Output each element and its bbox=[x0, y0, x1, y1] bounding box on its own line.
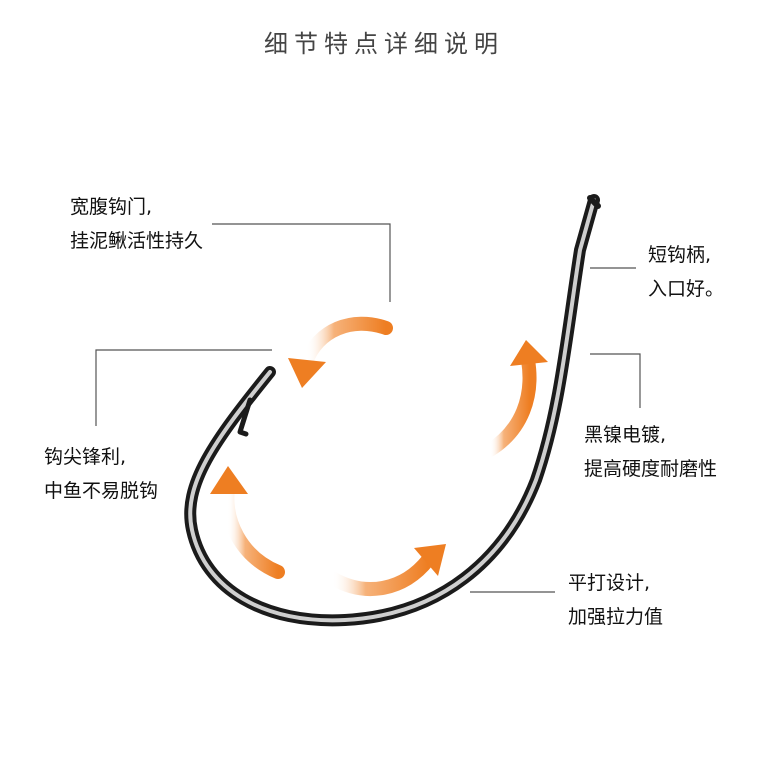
leader-line-point bbox=[95, 349, 272, 426]
callout-shank: 短钩柄, 入口好。 bbox=[648, 238, 724, 306]
leader-lines bbox=[95, 223, 641, 593]
arrow-top-icon bbox=[288, 316, 393, 388]
callout-wide-gape-line2: 挂泥鳅活性持久 bbox=[70, 230, 204, 252]
leader-line-coating bbox=[590, 353, 641, 408]
callout-wide-gape-line1: 宽腹钩门, bbox=[70, 196, 153, 218]
page-title: 细节特点详细说明 bbox=[264, 30, 504, 58]
leader-line-wide-gape bbox=[212, 223, 391, 302]
callout-coating-line2: 提高硬度耐磨性 bbox=[584, 458, 718, 480]
callout-coating: 黑镍电镀, 提高硬度耐磨性 bbox=[584, 418, 717, 486]
callout-flat: 平打设计, 加强拉力值 bbox=[568, 566, 663, 634]
callout-flat-line2: 加强拉力值 bbox=[568, 606, 664, 628]
callout-point-line1: 钩尖锋利, bbox=[44, 446, 127, 468]
callout-flat-line1: 平打设计, bbox=[568, 572, 651, 594]
callout-wide-gape: 宽腹钩门, 挂泥鳅活性持久 bbox=[70, 190, 203, 258]
callout-coating-line1: 黑镍电镀, bbox=[584, 424, 667, 446]
callout-point-line2: 中鱼不易脱钩 bbox=[44, 480, 159, 502]
callout-shank-line2: 入口好。 bbox=[648, 278, 725, 300]
arrow-bottom-icon bbox=[325, 544, 446, 596]
arrow-left-icon bbox=[210, 466, 285, 579]
callout-shank-line1: 短钩柄, bbox=[648, 244, 712, 266]
arrow-right-icon bbox=[483, 340, 548, 457]
callout-point: 钩尖锋利, 中鱼不易脱钩 bbox=[44, 440, 158, 508]
fishing-hook-icon bbox=[184, 194, 601, 627]
